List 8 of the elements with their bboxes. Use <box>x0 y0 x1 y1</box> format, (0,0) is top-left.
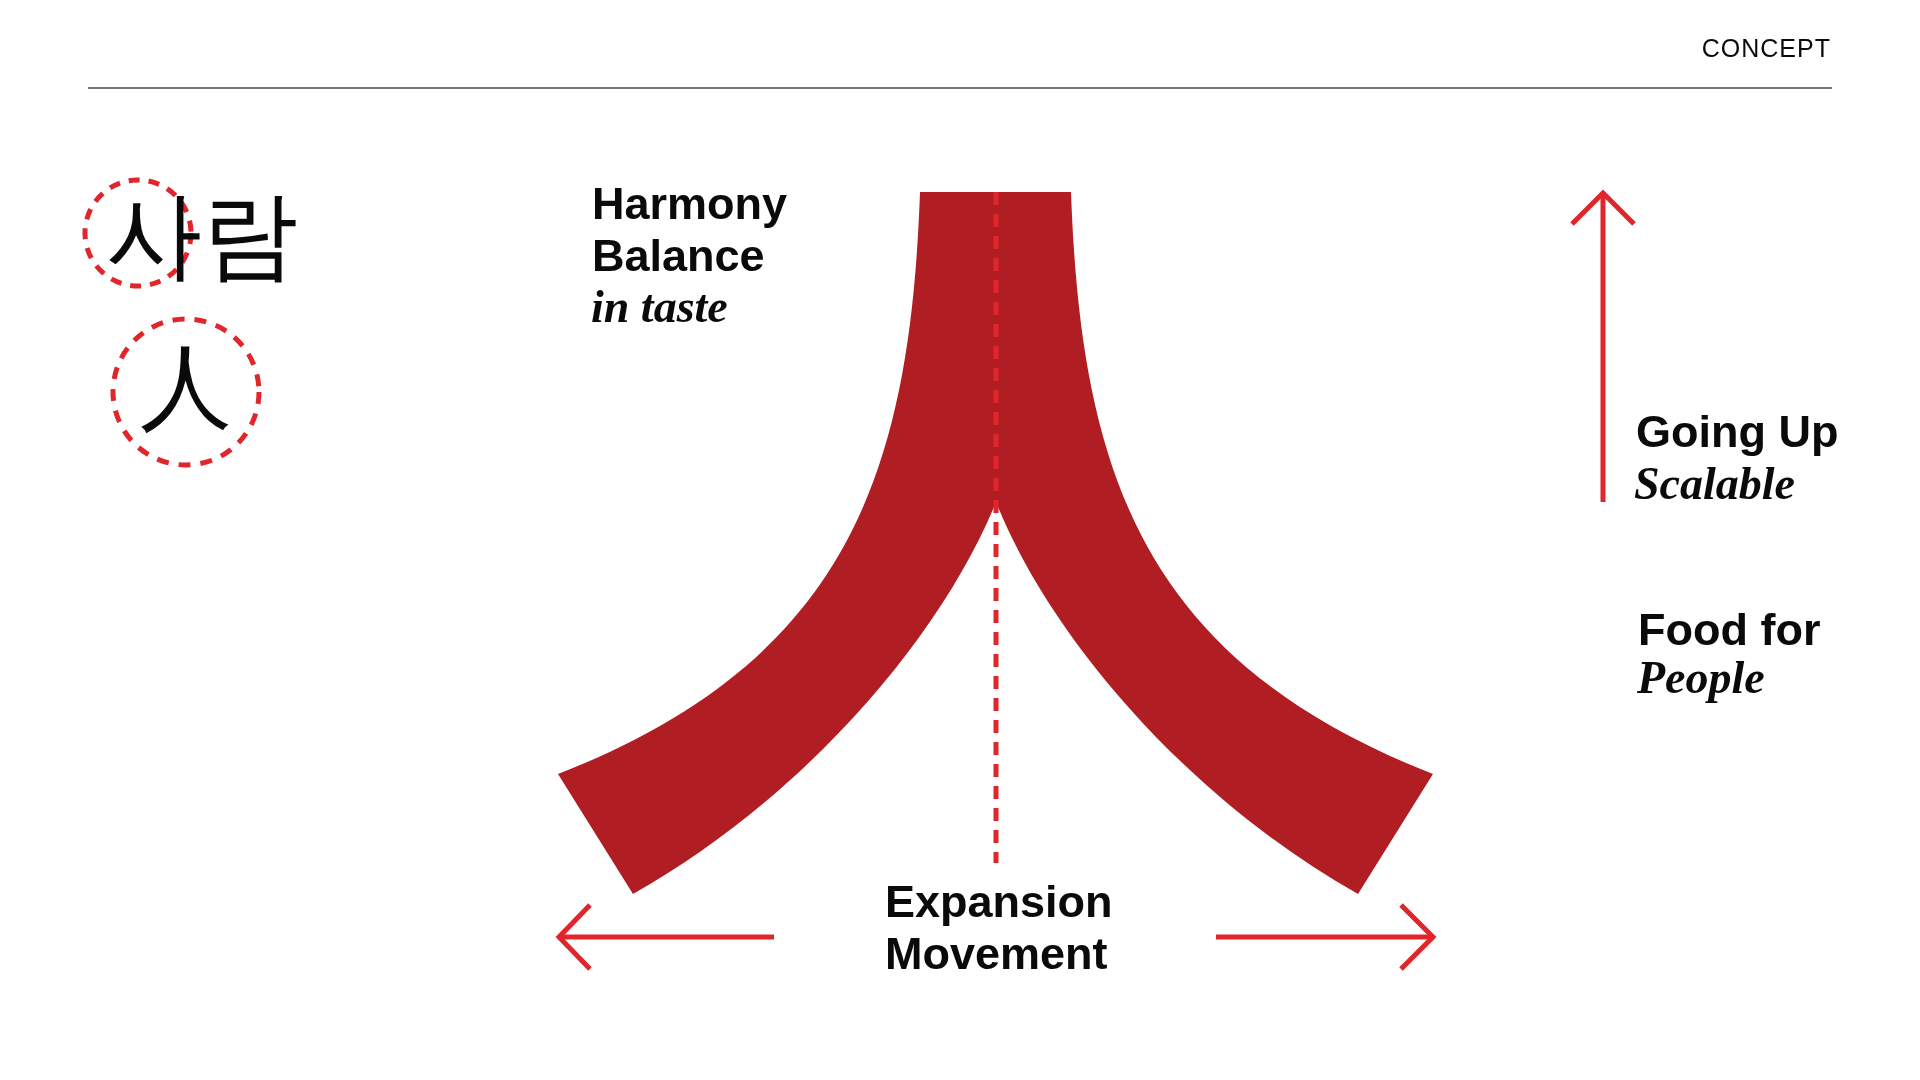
concept-heading: Going Up <box>1636 406 1839 458</box>
chinese-character: 人 <box>139 333 233 443</box>
concept-heading: Expansion Movement <box>885 876 1114 980</box>
concept-subheading: in taste <box>591 281 728 333</box>
section-label: CONCEPT <box>1701 33 1831 63</box>
concept-subheading: Scalable <box>1634 458 1795 510</box>
circled-korean-word: 사람 <box>82 176 298 294</box>
dashed-circle <box>110 316 262 468</box>
